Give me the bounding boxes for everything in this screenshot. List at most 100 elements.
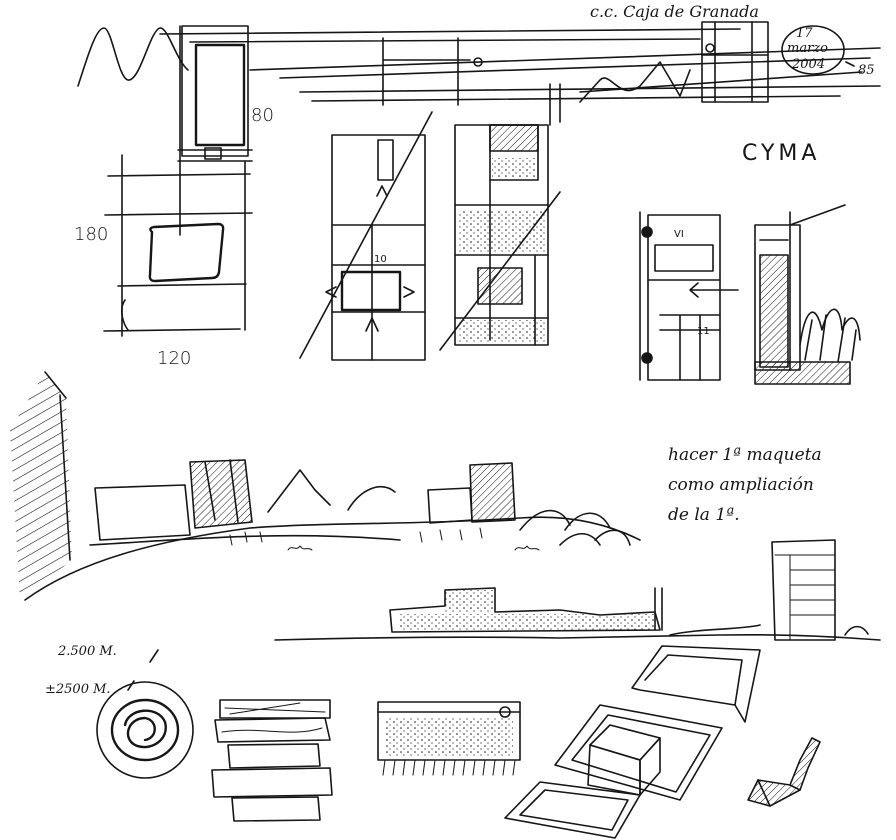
section-ticks bbox=[382, 759, 516, 776]
model-lines bbox=[757, 779, 801, 807]
site-dimension-2: ±2500 M. bbox=[45, 682, 111, 697]
ground-line bbox=[89, 534, 401, 546]
bottom-section-sketch bbox=[377, 701, 521, 776]
handwritten-note: hacer 1ª maqueta como ampliación de la 1… bbox=[668, 445, 822, 525]
section-texture bbox=[385, 718, 513, 756]
floor-plan-sketch: 10 bbox=[299, 111, 433, 361]
horizon-line bbox=[311, 95, 841, 102]
plate-lines bbox=[224, 702, 326, 715]
mid-elevation-post bbox=[549, 83, 561, 126]
slab-inner bbox=[519, 789, 629, 831]
tree-scribble bbox=[799, 308, 861, 346]
plate bbox=[214, 717, 331, 743]
plan-label: 10 bbox=[374, 254, 387, 265]
landscape-perspective-sketch bbox=[10, 371, 641, 601]
slab-inner bbox=[571, 714, 711, 793]
date-day: 17 bbox=[796, 26, 813, 41]
ground-hatch bbox=[754, 361, 851, 385]
base-curve bbox=[121, 299, 129, 331]
horizon-line bbox=[189, 38, 701, 43]
right-plan-sketch: VI 11 bbox=[639, 211, 739, 381]
plate bbox=[227, 743, 321, 769]
tower-elevation-sketch: CYMA bbox=[742, 141, 861, 385]
site-diagram: 2.500 M. ±2500 M. bbox=[45, 644, 194, 779]
plate-lines bbox=[221, 727, 323, 733]
plinth-perspective-sketch bbox=[504, 645, 761, 839]
project-label: CYMA bbox=[742, 141, 820, 166]
tree-trunks bbox=[804, 314, 857, 363]
dimension-80: 80 bbox=[251, 105, 274, 126]
tower-floor-lines bbox=[177, 149, 253, 162]
stacked-plates-sketch bbox=[211, 699, 333, 822]
plan-grid-lines bbox=[331, 224, 426, 361]
plate bbox=[219, 699, 331, 719]
date-dash bbox=[845, 61, 855, 67]
section-marker-left bbox=[325, 286, 337, 298]
plan-label-bottom: 11 bbox=[697, 326, 710, 337]
tower-floor-lines bbox=[774, 554, 836, 641]
mountain-profile bbox=[77, 27, 189, 87]
dimension-180: 180 bbox=[74, 224, 108, 245]
arrow-icon bbox=[689, 282, 739, 298]
note-line-3: de la 1ª. bbox=[668, 505, 740, 525]
tree-scribble bbox=[579, 61, 691, 103]
plan-grid-lines bbox=[454, 179, 549, 346]
ground-line bbox=[24, 516, 641, 601]
column-mark bbox=[641, 226, 653, 238]
plan-room bbox=[340, 270, 402, 312]
plan-core bbox=[489, 124, 539, 181]
mast-lines bbox=[654, 587, 663, 631]
low-building bbox=[94, 484, 191, 541]
site-dimension-1: 2.500 M. bbox=[57, 644, 117, 659]
tower-joint-mark bbox=[204, 147, 222, 160]
section-marker-top bbox=[376, 185, 388, 197]
small-model-sketch bbox=[747, 737, 821, 807]
horizon-line bbox=[579, 71, 863, 93]
low-building bbox=[389, 587, 661, 633]
lower-elevation-sketch bbox=[274, 539, 881, 641]
horizon-line bbox=[159, 28, 741, 35]
slope-hatch bbox=[10, 372, 72, 600]
slab-bottom bbox=[504, 781, 641, 839]
plan-diagonal bbox=[439, 191, 561, 351]
tower-lines bbox=[759, 204, 846, 371]
hill-arc bbox=[347, 486, 396, 511]
horizon-line bbox=[249, 47, 881, 71]
site-spiral bbox=[123, 709, 167, 749]
plan-outline bbox=[647, 214, 721, 381]
mid-elevation-marker bbox=[473, 57, 483, 67]
note-line-2: como ampliación bbox=[668, 475, 814, 495]
plan-hatched-core bbox=[489, 124, 539, 152]
ground-scribble bbox=[514, 545, 540, 551]
column-mark bbox=[641, 352, 653, 364]
tower-building-lines bbox=[204, 459, 239, 523]
plate bbox=[211, 767, 333, 798]
sheet-title: c.c. Caja de Granada bbox=[590, 2, 759, 21]
plan-texture bbox=[458, 320, 546, 342]
plan-texture bbox=[492, 158, 536, 178]
top-elevation-sketch bbox=[77, 21, 881, 126]
model-body bbox=[747, 737, 821, 807]
tower-building bbox=[771, 539, 836, 641]
ground-scribble bbox=[669, 624, 869, 636]
slab-inner bbox=[644, 654, 743, 706]
ground-scribble bbox=[287, 545, 313, 551]
tree-arcs bbox=[519, 509, 631, 546]
plan-texture bbox=[458, 210, 546, 252]
tower-void bbox=[194, 43, 246, 147]
mid-elevation-block bbox=[382, 37, 471, 106]
right-elevation-lines bbox=[701, 21, 769, 103]
note-line-1: hacer 1ª maqueta bbox=[668, 445, 822, 465]
plan-outline bbox=[331, 134, 426, 361]
plan-hatched-room bbox=[477, 267, 523, 305]
ground-line bbox=[274, 633, 881, 641]
tower-building bbox=[189, 459, 253, 529]
tower-section-sketch: 80 180 120 bbox=[74, 25, 274, 369]
dimension-120: 120 bbox=[157, 348, 191, 369]
section-marker bbox=[499, 706, 511, 718]
site-circle-middle bbox=[110, 698, 180, 762]
slope-lines bbox=[44, 371, 71, 561]
tower-outline bbox=[181, 25, 249, 157]
plan-label-top: VI bbox=[674, 229, 684, 240]
